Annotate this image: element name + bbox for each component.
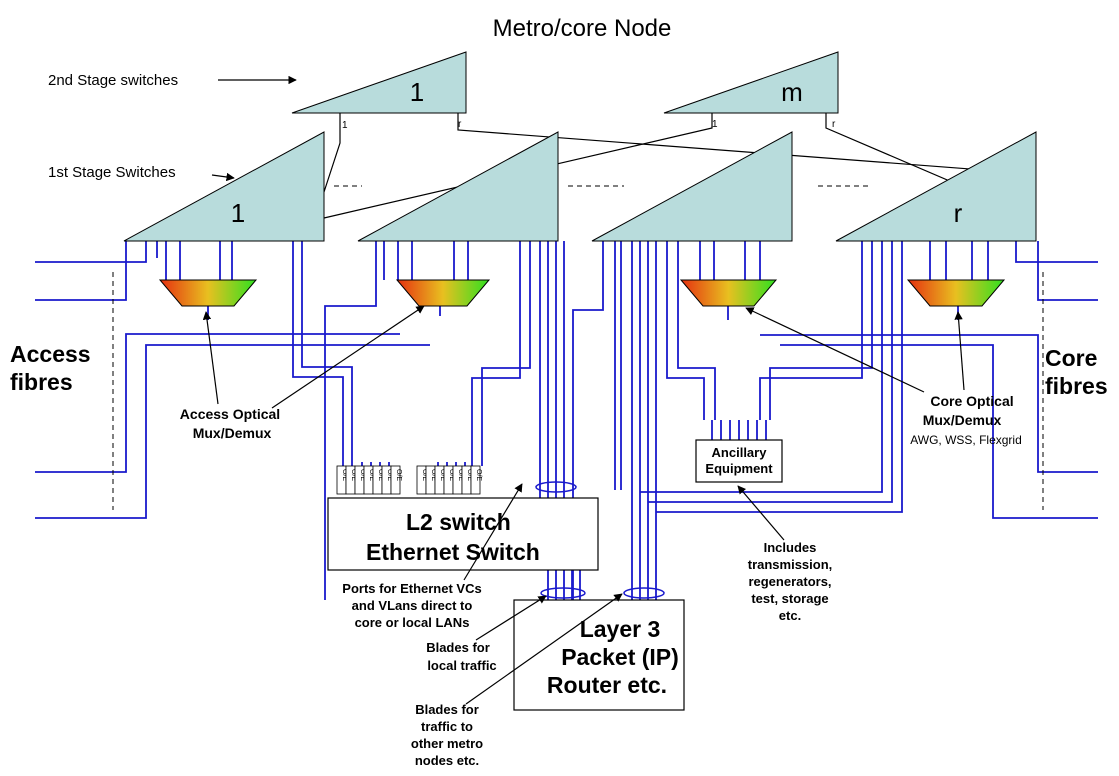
l3-router-line3: Router etc. <box>547 672 667 698</box>
ancillary-equipment-box <box>695 439 783 483</box>
blades-local-line1: Blades for <box>426 640 490 655</box>
core-mux-label-2: Mux/Demux <box>923 412 1002 428</box>
bundle-ellipse-other <box>623 587 665 599</box>
oe-port-label: O/E <box>350 469 357 481</box>
includes-line2: transmission, <box>748 557 833 572</box>
access-fibres-label-1: Access <box>10 341 91 367</box>
ports-arrow <box>463 483 523 581</box>
ports-line3: core or local LANs <box>355 615 470 630</box>
first-stage-switch-1-label: 1 <box>231 198 245 228</box>
ports-line1: Ports for Ethernet VCs <box>342 581 481 596</box>
includes-arrow <box>737 485 785 541</box>
blades-other-arrow <box>465 593 623 705</box>
includes-line5: etc. <box>779 608 801 623</box>
oe-port-label: O/E <box>421 469 428 481</box>
first-stage-switch-1 <box>123 131 325 242</box>
second-stage-switch-m <box>663 51 839 114</box>
core-mux-sublabel: AWG, WSS, Flexgrid <box>910 433 1022 447</box>
oe-port-label: O/E <box>475 469 482 481</box>
second-stage-switch-1-label: 1 <box>410 77 424 107</box>
includes-line3: regenerators, <box>748 574 831 589</box>
oe-port-label: O/E <box>457 469 464 481</box>
first-stage-switch-3 <box>591 131 793 242</box>
port-label-1a: 1 <box>342 120 348 131</box>
core-mux-1 <box>679 279 778 307</box>
core-fibres-label-2: fibres <box>1045 373 1108 399</box>
blades-other-line4: nodes etc. <box>415 753 479 768</box>
access-mux-label-2: Mux/Demux <box>193 425 272 441</box>
l3-router-line2: Packet (IP) <box>561 644 679 670</box>
oe-port-label: O/E <box>368 469 375 481</box>
blades-local-arrow <box>475 595 547 641</box>
ancillary-line2: Equipment <box>705 461 773 476</box>
diagram-title: Metro/core Node <box>493 15 672 42</box>
core-fibres-label-1: Core <box>1045 345 1097 371</box>
bundle-ellipse-upper <box>535 481 577 493</box>
oe-port-block <box>390 465 401 495</box>
oe-port-label: O/E <box>430 469 437 481</box>
access-fibres-label-2: fibres <box>10 369 73 395</box>
core-mux-arrow-2 <box>954 311 965 391</box>
l3-router-box <box>513 599 685 711</box>
oe-port-label: O/E <box>386 469 393 481</box>
includes-line1: Includes <box>764 540 817 555</box>
first-stage-label: 1st Stage Switches <box>48 164 176 181</box>
first-stage-switch-2 <box>357 131 559 242</box>
oe-port-label: O/E <box>448 469 455 481</box>
blades-other-line2: traffic to <box>421 719 473 734</box>
port-label-ra: r <box>458 119 462 130</box>
oe-port-label: O/E <box>466 469 473 481</box>
core-mux-label-1: Core Optical <box>930 393 1013 409</box>
includes-line4: test, storage <box>751 591 828 606</box>
ports-line2: and VLans direct to <box>352 598 473 613</box>
access-mux-arrow-1 <box>202 311 219 405</box>
l3-router-line1: Layer 3 <box>580 616 661 642</box>
blades-local-line2: local traffic <box>427 658 496 673</box>
oe-port-label: O/E <box>359 469 366 481</box>
l2-switch-title: L2 switch <box>406 509 511 535</box>
second-stage-switch-1 <box>291 51 467 114</box>
second-stage-label: 2nd Stage switches <box>48 72 178 89</box>
access-mux-label-1: Access Optical <box>180 406 280 422</box>
oe-port-block <box>470 465 481 495</box>
core-mux-2 <box>906 279 1006 307</box>
access-mux-1 <box>158 279 258 307</box>
bundle-ellipse-local <box>540 587 586 599</box>
oe-port-label: O/E <box>377 469 384 481</box>
blades-other-line1: Blades for <box>415 702 479 717</box>
access-mux-arrow-2 <box>271 305 425 409</box>
first-stage-switch-r-label: r <box>954 198 963 228</box>
first-stage-switch-r <box>835 131 1037 242</box>
core-mux-arrow-1 <box>745 307 925 393</box>
first-stage-arrow <box>211 172 235 182</box>
blades-other-line3: other metro <box>411 736 483 751</box>
port-label-rb: r <box>832 119 836 130</box>
oe-port-label: O/E <box>341 469 348 481</box>
access-mux-2 <box>395 279 491 307</box>
oe-port-label: O/E <box>439 469 446 481</box>
second-stage-switch-m-label: m <box>781 77 803 107</box>
oe-port-label: O/E <box>395 469 402 481</box>
l2-switch-subtitle: Ethernet Switch <box>366 539 540 565</box>
l2-switch-box <box>327 497 599 571</box>
ancillary-line1: Ancillary <box>712 445 768 460</box>
port-label-1b: 1 <box>712 119 718 130</box>
